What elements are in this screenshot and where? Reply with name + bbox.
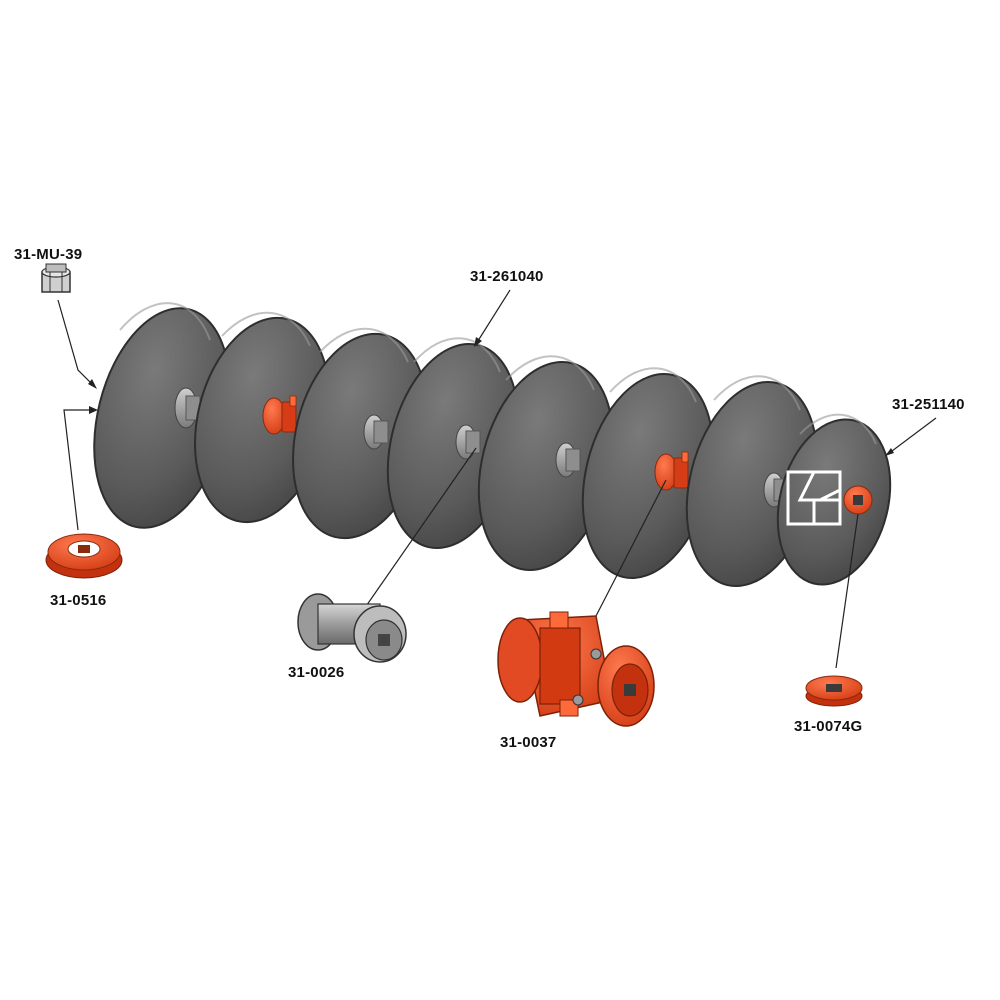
label-cup-washer: 31-0516 [50, 592, 107, 609]
leader-end-disc [887, 417, 937, 455]
cup-washer-icon [45, 533, 123, 579]
bearing-marker-2 [654, 451, 689, 491]
label-nut: 31-MU-39 [14, 246, 83, 263]
leader-disc [475, 289, 511, 345]
bearing-housing-icon [497, 611, 655, 727]
end-disc [776, 413, 892, 586]
label-end-washer: 31-0074G [794, 718, 863, 735]
leader-spacer [361, 447, 477, 613]
label-spacer: 31-0026 [288, 664, 345, 681]
label-end-disc: 31-251140 [892, 396, 965, 413]
disc-5 [477, 355, 615, 572]
brand-plate [786, 470, 842, 526]
leader-cup-washer [63, 409, 94, 531]
castle-nut-icon [41, 263, 71, 293]
label-bearing-housing: 31-0037 [500, 734, 557, 751]
spacer-icon [297, 593, 407, 663]
label-disc: 31-261040 [470, 268, 544, 285]
leader-nut [57, 299, 95, 387]
leader-bearing-housing [595, 479, 667, 617]
end-washer-icon [805, 675, 863, 707]
bearing-marker-1 [262, 395, 297, 435]
leader-end-washer [835, 513, 859, 669]
leader-lines [57, 289, 937, 669]
